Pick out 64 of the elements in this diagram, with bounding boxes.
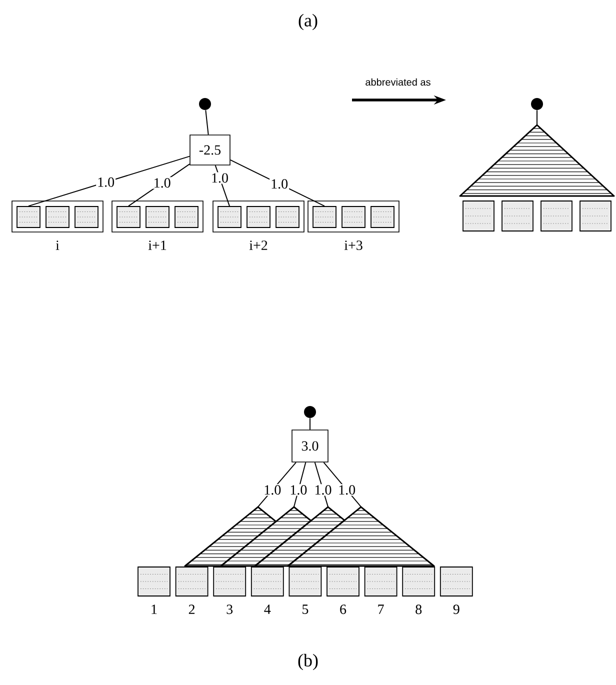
connector — [258, 462, 296, 508]
edge-label: 1.0 — [313, 484, 333, 496]
index-label: 1 — [152, 604, 157, 614]
connector — [294, 462, 306, 508]
dotted-square — [116, 206, 140, 228]
index-label: i+1 — [148, 240, 166, 250]
index-label: 4 — [264, 604, 271, 614]
hatched-triangle — [287, 506, 435, 567]
edge-label: 1.0 — [337, 484, 357, 496]
dotted-square — [312, 206, 336, 228]
dotted-square — [74, 206, 98, 228]
connector — [323, 462, 362, 508]
edge-label: 1.0 — [152, 177, 172, 189]
panel-label: (b) — [298, 654, 318, 670]
dotted-square — [342, 206, 366, 228]
dotted-square — [402, 566, 436, 596]
dotted-square — [276, 206, 300, 228]
edge-label: 1.0 — [270, 178, 290, 190]
arrow-label: abbreviated as — [366, 78, 430, 86]
dotted-square — [246, 206, 270, 228]
index-label: 2 — [188, 604, 195, 614]
index-label: i+2 — [249, 240, 268, 250]
dotted-square — [146, 206, 170, 228]
edge-label: 1.0 — [262, 484, 282, 496]
edge-label: 1.0 — [288, 484, 308, 496]
index-label: 3 — [226, 604, 233, 614]
connector — [230, 159, 325, 207]
index-label: i — [56, 240, 60, 250]
edge-label: 1.0 — [96, 176, 116, 188]
edge-label: 1.0 — [210, 172, 230, 184]
hatched-triangle — [459, 124, 615, 197]
dotted-square — [364, 566, 398, 596]
output-dot — [531, 98, 543, 110]
dotted-square — [502, 200, 534, 232]
output-dot — [304, 406, 316, 418]
index-label: 7 — [378, 604, 384, 614]
index-label: 6 — [340, 604, 346, 614]
dotted-square — [580, 200, 612, 232]
dotted-square — [326, 566, 360, 596]
weight-box: -2.5 — [190, 134, 230, 166]
dotted-square — [174, 206, 198, 228]
index-label: i+3 — [344, 240, 362, 250]
dotted-square — [218, 206, 242, 228]
dotted-square — [440, 566, 473, 596]
output-dot — [199, 98, 211, 110]
connector — [536, 110, 538, 126]
connector — [205, 110, 209, 136]
dotted-square — [370, 206, 394, 228]
index-label: 8 — [416, 604, 422, 614]
dotted-square — [462, 200, 494, 232]
dotted-square — [175, 566, 208, 596]
dotted-square — [250, 566, 284, 596]
dotted-square — [213, 566, 246, 596]
dotted-square — [540, 200, 572, 232]
dotted-square — [138, 566, 170, 596]
dotted-square — [288, 566, 322, 596]
panel-label: (a) — [298, 14, 318, 30]
dotted-square — [16, 206, 40, 228]
dotted-square — [46, 206, 70, 228]
connector — [214, 164, 230, 207]
index-label: 9 — [453, 604, 460, 614]
connector — [314, 462, 328, 508]
index-label: 5 — [302, 604, 308, 614]
weight-box: 3.0 — [292, 430, 328, 462]
